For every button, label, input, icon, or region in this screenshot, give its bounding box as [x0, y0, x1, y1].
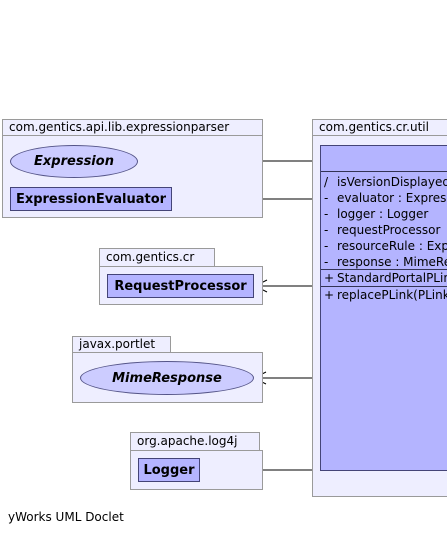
constructors-compartment-separator: [321, 286, 447, 287]
field-text: logger : Logger: [337, 207, 429, 221]
constructor-text: StandardPortalPLink: [337, 271, 447, 285]
field-is-version-displayed: / isVersionDisplayed: [324, 174, 447, 190]
constructor-standard-portal-plink: +StandardPortalPLink: [324, 270, 447, 286]
class-logger: Logger: [138, 458, 200, 482]
visibility-marker: +: [324, 271, 335, 285]
package-label-expressionparser: com.gentics.api.lib.expressionparser: [2, 119, 263, 136]
class-request-processor: RequestProcessor: [107, 274, 254, 298]
fields-compartment-separator: [321, 269, 447, 270]
dependency-arrow-request-processor: [253, 279, 320, 293]
visibility-marker: +: [324, 288, 335, 302]
field-evaluator: -evaluator : ExpressionEvaluator: [324, 190, 447, 206]
visibility-marker: -: [324, 239, 329, 253]
class-expression-evaluator: ExpressionEvaluator: [10, 187, 172, 211]
field-text: evaluator : ExpressionEvaluator: [337, 191, 447, 205]
visibility-marker: /: [324, 175, 329, 189]
dependency-arrow-mime-response: [252, 371, 320, 385]
package-label-log4j: org.apache.log4j: [130, 432, 260, 451]
class-standard-portal-plink: /isVersionDisplayed -evaluator : Express…: [320, 145, 447, 471]
name-compartment-separator: [321, 171, 447, 172]
interface-mime-response: MimeResponse: [80, 361, 254, 395]
visibility-marker: -: [324, 191, 329, 205]
footer-credit: yWorks UML Doclet: [8, 510, 124, 524]
package-label-util: com.gentics.cr.util: [312, 119, 447, 136]
method-text: replacePLink(PLinkInformation): [337, 288, 447, 302]
field-request-processor: -requestProcessor: [324, 222, 440, 238]
package-label-portlet: javax.portlet: [72, 336, 171, 353]
field-text: isVersionDisplayed: [337, 175, 447, 189]
method-replace-plink: +replacePLink(PLinkInformation): [324, 287, 447, 303]
visibility-marker: -: [324, 207, 329, 221]
interface-expression: Expression: [10, 145, 138, 178]
field-logger: -logger : Logger: [324, 206, 428, 222]
field-text: resourceRule : Expression: [337, 239, 447, 253]
visibility-marker: -: [324, 223, 329, 237]
field-response: -response : MimeResponse: [324, 254, 447, 270]
field-resource-rule: -resourceRule : Expression: [324, 238, 447, 254]
package-label-cr: com.gentics.cr: [99, 248, 215, 267]
visibility-marker: -: [324, 255, 329, 269]
field-text: requestProcessor: [337, 223, 441, 237]
field-text: response : MimeResponse: [337, 255, 447, 269]
